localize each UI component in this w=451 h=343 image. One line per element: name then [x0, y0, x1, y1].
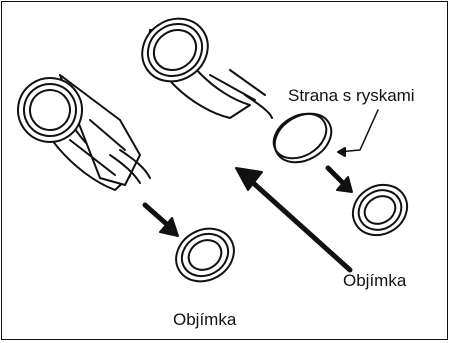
- arrow-right-down: [325, 165, 348, 188]
- left-sleeve: [175, 227, 235, 283]
- leader-arrowhead: [337, 147, 346, 157]
- lens-disc: [272, 112, 333, 164]
- label-sleeve-right: Objímka: [343, 271, 407, 290]
- label-sleeve-left: Objímka: [173, 310, 237, 329]
- right-sleeve: [351, 183, 409, 237]
- arrows: [142, 165, 353, 273]
- left-eyepiece: [17, 74, 151, 191]
- leader-line: [337, 109, 379, 153]
- arrow-diagonal-up: [247, 177, 353, 273]
- label-marked-side: Strana s ryskami: [288, 86, 415, 105]
- illustration-frame: [1, 1, 448, 340]
- arrow-left-down: [142, 202, 173, 230]
- top-eyepiece: [141, 17, 273, 119]
